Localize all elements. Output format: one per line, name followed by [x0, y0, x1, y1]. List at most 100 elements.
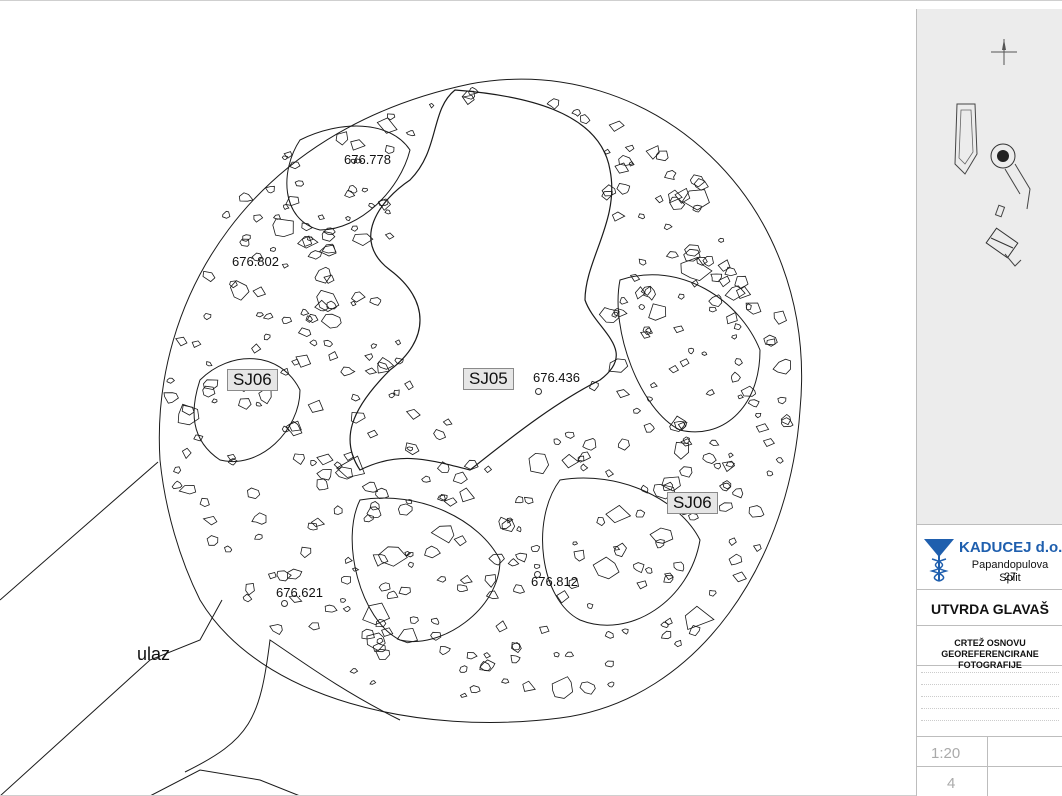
stone-outline	[272, 214, 281, 220]
stone-outline	[515, 496, 524, 504]
stone-outline	[239, 238, 250, 247]
stone-outline	[708, 294, 723, 308]
stone-outline	[199, 497, 210, 508]
stone-outline	[737, 394, 744, 400]
stone-outline	[336, 455, 366, 478]
region-label-sj06-east: SJ06	[667, 492, 718, 514]
stone-outline	[314, 299, 330, 312]
stone-outline	[469, 685, 481, 694]
stone-outline	[580, 114, 591, 125]
stone-outline	[394, 357, 404, 365]
stone-outline	[645, 145, 660, 160]
stone-outline	[755, 412, 762, 419]
stone-outline	[728, 537, 737, 546]
stone-outline	[206, 535, 219, 546]
stone-outline	[649, 381, 658, 389]
stone-outline	[522, 680, 536, 692]
stone-outline	[394, 339, 402, 346]
stone-outline	[654, 194, 664, 204]
stone-outline	[530, 544, 541, 552]
title-block: KADUCEJ d.o.o. Papandopulova 27 Split UT…	[916, 524, 1062, 796]
stone-outline	[321, 243, 337, 254]
stone-outline	[638, 258, 647, 266]
stone-outline	[347, 184, 358, 194]
stone-outline	[766, 470, 774, 477]
stone-outline	[643, 422, 655, 433]
stone-outline	[323, 274, 335, 284]
stone-outline	[730, 371, 741, 383]
stone-outline	[629, 273, 641, 282]
stone-outline	[404, 550, 411, 557]
stone-outline	[317, 214, 325, 221]
stone-outline	[728, 452, 734, 459]
stone-outline	[663, 575, 674, 584]
stone-outline	[635, 509, 646, 518]
stone-outline	[682, 436, 690, 444]
stone-outline	[571, 108, 581, 117]
north-arrow-icon	[991, 39, 1017, 65]
stone-outline	[421, 475, 431, 483]
stone-outline	[747, 399, 760, 408]
stone-outline	[428, 103, 435, 109]
stone-outline	[386, 590, 399, 600]
stone-outline	[384, 209, 391, 215]
stone-outline	[375, 648, 391, 660]
company-city: Split	[999, 572, 1021, 584]
stone-outline	[701, 351, 708, 356]
stone-outline	[350, 412, 366, 424]
south-cluster	[351, 497, 501, 642]
stone-outline	[679, 358, 690, 368]
stone-outline	[613, 542, 627, 558]
stone-outline	[713, 462, 722, 470]
region-label-sj05: SJ05	[463, 368, 514, 390]
stone-outline	[708, 439, 720, 447]
stone-outline	[350, 291, 366, 303]
stone-outline	[320, 313, 342, 329]
stone-outline	[285, 196, 300, 206]
stone-outline	[705, 388, 715, 396]
stone-outline	[369, 501, 380, 511]
stone-outline	[677, 421, 687, 431]
stone-outlines	[163, 87, 794, 699]
stone-outline	[689, 174, 705, 188]
stone-outline	[255, 312, 265, 318]
stone-outline	[381, 627, 394, 637]
stone-outline	[316, 453, 334, 466]
stone-outline	[718, 275, 731, 288]
stone-outline	[564, 651, 575, 658]
stone-outline	[573, 549, 585, 562]
stone-outline	[202, 385, 216, 398]
stone-outline	[424, 545, 441, 559]
stone-outline	[276, 570, 292, 582]
stone-outline	[323, 227, 336, 236]
stone-outline	[333, 505, 343, 515]
stone-outline	[350, 300, 357, 307]
stone-outline	[483, 652, 492, 659]
stone-outline	[501, 519, 516, 532]
stone-outline	[732, 488, 744, 499]
stone-outline	[546, 98, 560, 110]
stone-outline	[316, 289, 340, 312]
stone-outline	[361, 187, 369, 193]
stone-outline	[748, 505, 765, 518]
stone-outline	[295, 354, 312, 368]
stone-outline	[680, 438, 693, 447]
stone-outline	[301, 222, 313, 232]
stone-outline	[611, 311, 619, 318]
stone-outline	[684, 605, 715, 631]
stone-outline	[272, 218, 294, 238]
stone-outline	[762, 438, 776, 448]
stone-outline	[281, 316, 293, 324]
stone-outline	[668, 189, 683, 204]
stone-outline	[511, 642, 522, 654]
stone-outline	[709, 590, 717, 597]
stone-outline	[252, 286, 266, 298]
stone-outline	[608, 120, 625, 132]
stone-outline	[342, 605, 351, 613]
stone-outline	[436, 576, 447, 583]
stone-outline	[370, 343, 378, 349]
stone-outline	[598, 307, 620, 323]
stone-outline	[553, 438, 562, 446]
stone-outline	[511, 642, 521, 651]
stone-outline	[300, 308, 310, 316]
